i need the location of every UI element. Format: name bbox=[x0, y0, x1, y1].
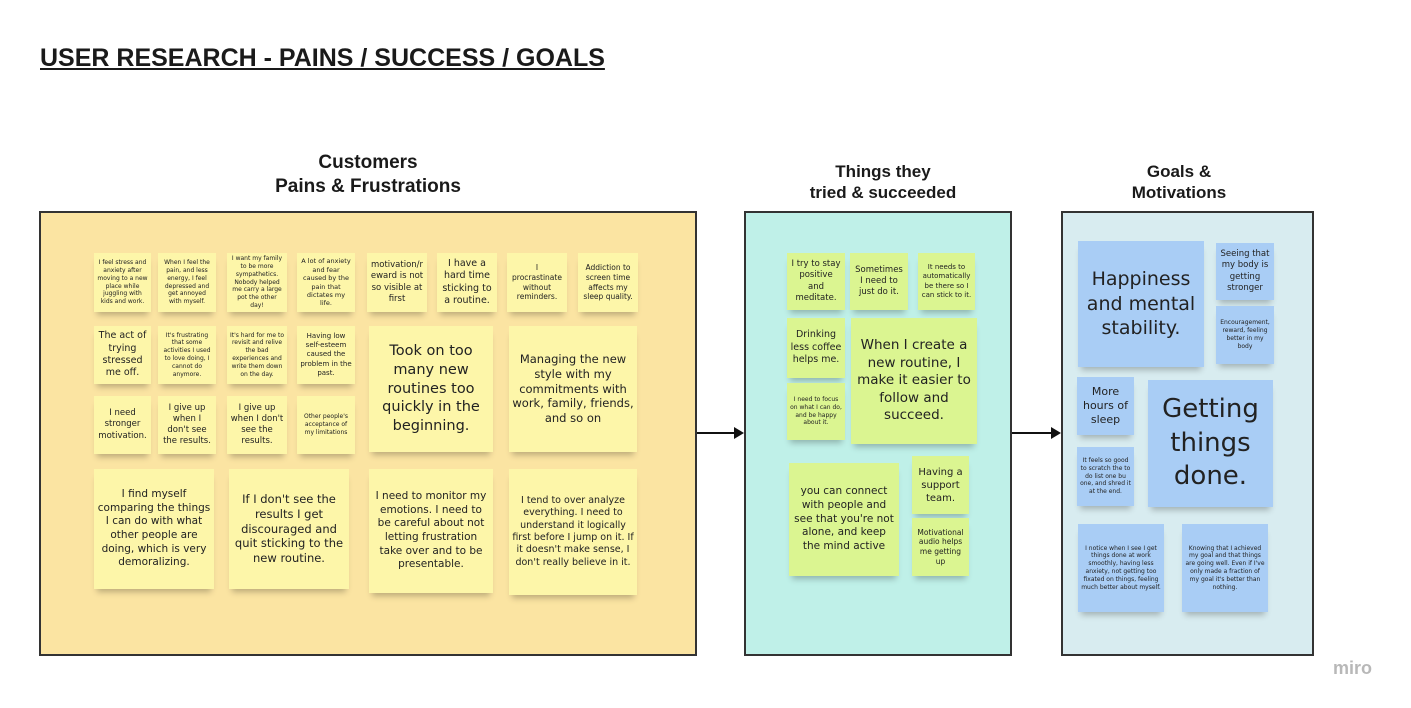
sticky-note[interactable]: A lot of anxiety and fear caused by the … bbox=[297, 253, 355, 312]
sticky-note[interactable]: Happiness and mental stability. bbox=[1078, 241, 1204, 367]
sticky-note[interactable]: It feels so good to scratch the to do li… bbox=[1077, 447, 1134, 506]
sticky-note[interactable]: It's hard for me to revisit and relive t… bbox=[227, 326, 287, 384]
board-title: USER RESEARCH - PAINS / SUCCESS / GOALS bbox=[40, 44, 605, 72]
sticky-note[interactable]: The act of trying stressed me off. bbox=[94, 326, 151, 384]
sticky-note[interactable]: I want my family to be more sympathetics… bbox=[227, 253, 287, 312]
sticky-note[interactable]: It needs to automatically be there so I … bbox=[918, 253, 975, 310]
sticky-note[interactable]: If I don't see the results I get discour… bbox=[229, 469, 349, 589]
sticky-note[interactable]: I give up when I don't see the results. bbox=[158, 396, 216, 454]
sticky-note[interactable]: Knowing that I achieved my goal and that… bbox=[1182, 524, 1268, 612]
goals-header-line1: Goals & bbox=[1146, 162, 1212, 181]
sticky-note[interactable]: Sometimes I need to just do it. bbox=[850, 253, 908, 310]
sticky-note[interactable]: Took on too many new routines too quickl… bbox=[369, 326, 493, 452]
sticky-note[interactable]: Encouragement, reward, feeling better in… bbox=[1216, 306, 1274, 364]
sticky-note[interactable]: Having low self-esteem caused the proble… bbox=[297, 326, 355, 384]
goals-header: Goals & Motivations bbox=[1079, 161, 1279, 204]
sticky-note[interactable]: motivation/reward is not so visible at f… bbox=[367, 253, 427, 312]
pains-header-line2: Pains & Frustrations bbox=[275, 175, 461, 197]
arrow-connector[interactable] bbox=[1012, 427, 1061, 439]
sticky-note[interactable]: I find myself comparing the things I can… bbox=[94, 469, 214, 589]
sticky-note[interactable]: Getting things done. bbox=[1148, 380, 1273, 507]
sticky-note[interactable]: When I feel the pain, and less energy, I… bbox=[158, 253, 216, 312]
sticky-note[interactable]: I feel stress and anxiety after moving t… bbox=[94, 253, 151, 312]
sticky-note[interactable]: I have a hard time sticking to a routine… bbox=[437, 253, 497, 312]
sticky-note[interactable]: When I create a new routine, I make it e… bbox=[851, 318, 977, 444]
sticky-note[interactable]: Having a support team. bbox=[912, 456, 969, 514]
sticky-note[interactable]: Seeing that my body is getting stronger bbox=[1216, 243, 1274, 300]
goals-header-line2: Motivations bbox=[1131, 183, 1227, 203]
sticky-note[interactable]: you can connect with people and see that… bbox=[789, 463, 899, 576]
sticky-note[interactable]: It's frustrating that some activities I … bbox=[158, 326, 216, 384]
sticky-note[interactable]: More hours of sleep bbox=[1077, 377, 1134, 435]
sticky-note[interactable]: Addiction to screen time affects my slee… bbox=[578, 253, 638, 312]
tried-header-line1: Things they bbox=[835, 162, 931, 181]
sticky-note[interactable]: I try to stay positive and meditate. bbox=[787, 253, 845, 310]
sticky-note[interactable]: I need to focus on what I can do, and be… bbox=[787, 383, 845, 440]
miro-logo: miro bbox=[1333, 658, 1373, 678]
sticky-note[interactable]: I need stronger motivation. bbox=[94, 396, 151, 454]
sticky-note[interactable]: I procrastinate without reminders. bbox=[507, 253, 567, 312]
sticky-note[interactable]: Motivational audio helps me getting up bbox=[912, 518, 969, 576]
tried-header-line2: tried & succeeded bbox=[809, 183, 957, 203]
sticky-note[interactable]: I need to monitor my emotions. I need to… bbox=[369, 469, 493, 593]
sticky-note[interactable]: Other people's acceptance of my limitati… bbox=[297, 396, 355, 454]
tried-header: Things they tried & succeeded bbox=[763, 161, 1003, 204]
sticky-note[interactable]: Managing the new style with my commitmen… bbox=[509, 326, 637, 452]
sticky-note[interactable]: I give up when I don't see the results. bbox=[227, 396, 287, 454]
sticky-note[interactable]: I tend to over analyze everything. I nee… bbox=[509, 469, 637, 595]
sticky-note[interactable]: I notice when I see I get things done at… bbox=[1078, 524, 1164, 612]
arrow-connector[interactable] bbox=[697, 427, 744, 439]
sticky-note[interactable]: Drinking less coffee helps me. bbox=[787, 318, 845, 378]
pains-header-line1: Customers bbox=[318, 152, 418, 173]
